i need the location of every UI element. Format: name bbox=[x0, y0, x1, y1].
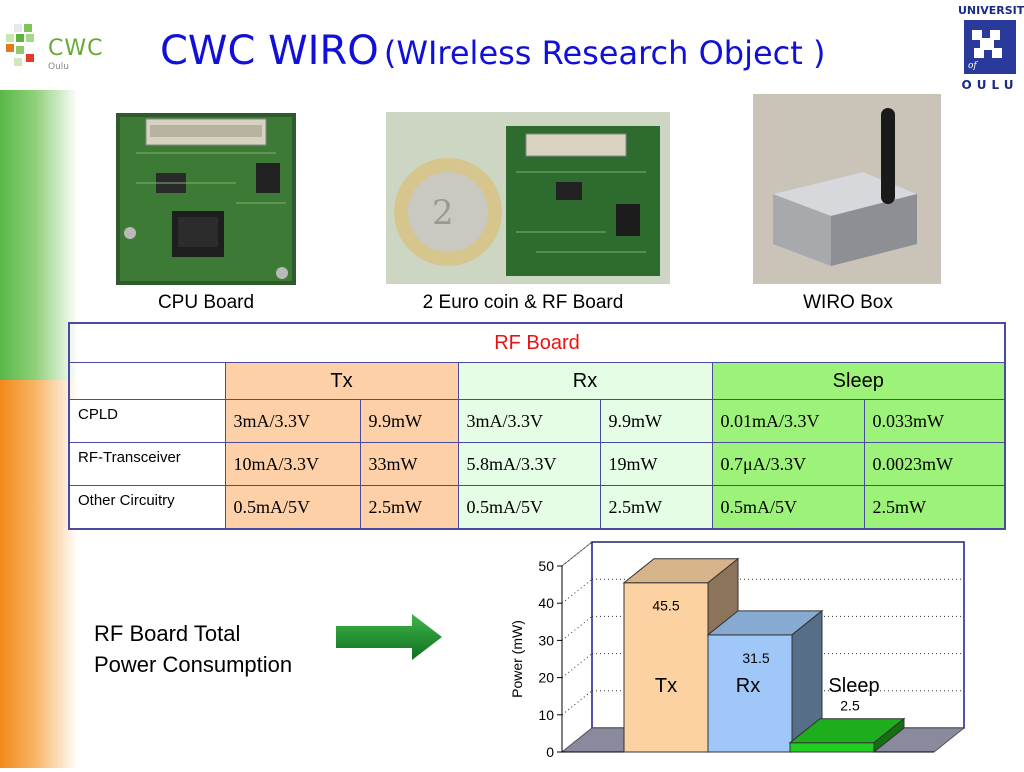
power-consumption-note: RF Board Total Power Consumption bbox=[94, 618, 292, 680]
data-label: 31.5 bbox=[742, 650, 769, 666]
bar-side-sleep bbox=[873, 717, 905, 754]
bar-rx bbox=[707, 634, 793, 753]
group-header-rx: Rx bbox=[457, 362, 713, 400]
y-tick-label: 10 bbox=[538, 707, 554, 723]
university-logo: UNIVERSITY of OULU bbox=[958, 4, 1024, 92]
group-header-sleep: Sleep bbox=[711, 362, 1006, 400]
title-main: CWC WIRO bbox=[160, 28, 379, 74]
category-label-tx: Tx bbox=[655, 675, 677, 697]
table-row: Other Circuitry 0.5mA/5V 2.5mW 0.5mA/5V … bbox=[68, 485, 1006, 530]
logo-subtext: Oulu bbox=[48, 62, 69, 72]
university-logo-top-text: UNIVERSITY bbox=[958, 4, 1024, 17]
table-cell: 0.7μA/3.3V bbox=[711, 442, 865, 486]
university-logo-of-text: of bbox=[968, 61, 978, 71]
data-label: 45.5 bbox=[652, 598, 679, 614]
y-tick-label: 20 bbox=[538, 670, 554, 686]
row-label: CPLD bbox=[68, 399, 226, 443]
rf-board-table: RF Board Tx Rx Sleep CPLD 3mA/3.3V 9.9mW… bbox=[68, 322, 1006, 530]
title-subtitle: (WIreless Research Object ) bbox=[383, 34, 826, 72]
table-cell: 0.01mA/3.3V bbox=[711, 399, 865, 443]
table-cell: 0.0023mW bbox=[863, 442, 1006, 486]
coin-rf-board-caption: 2 Euro coin & RF Board bbox=[422, 292, 624, 313]
table-cell: 33mW bbox=[359, 442, 459, 486]
table-corner-cell bbox=[68, 362, 226, 400]
right-arrow-icon bbox=[336, 614, 444, 660]
y-tick-label: 50 bbox=[538, 558, 554, 574]
table-cell: 3mA/3.3V bbox=[224, 399, 361, 443]
y-tick-label: 30 bbox=[538, 632, 554, 648]
note-line-2: Power Consumption bbox=[94, 652, 293, 677]
table-cell: 3mA/3.3V bbox=[457, 399, 601, 443]
row-label: Other Circuitry bbox=[68, 485, 226, 530]
y-tick-label: 40 bbox=[538, 595, 554, 611]
table-cell: 2.5mW bbox=[863, 485, 1006, 530]
decorative-stripe-orange bbox=[0, 380, 78, 768]
wiro-box-caption: WIRO Box bbox=[803, 292, 893, 313]
table-cell: 5.8mA/3.3V bbox=[457, 442, 601, 486]
table-title: RF Board bbox=[68, 322, 1006, 363]
category-label-rx: Rx bbox=[736, 675, 760, 697]
gridline-diagonal bbox=[561, 653, 593, 678]
chart-svg: 0 10 20 30 40 50 Power (mW) 45.5Tx 31.5Rx 2.5Sle… bbox=[509, 540, 966, 760]
svg-text:2: 2 bbox=[432, 193, 454, 233]
chart-side-wall bbox=[561, 540, 593, 754]
note-line-1: RF Board Total bbox=[94, 621, 241, 646]
chart-y-axis: 0 10 20 30 40 50 bbox=[538, 558, 563, 760]
data-label: 2.5 bbox=[840, 698, 860, 714]
table-row: CPLD 3mA/3.3V 9.9mW 3mA/3.3V 9.9mW 0.01m… bbox=[68, 399, 1006, 443]
table-title-row: RF Board bbox=[68, 322, 1006, 363]
category-label-sleep: Sleep bbox=[828, 675, 879, 697]
gridline-diagonal bbox=[561, 578, 593, 604]
cwc-logo: CWC Oulu bbox=[6, 14, 116, 78]
table-cell: 0.5mA/5V bbox=[457, 485, 601, 530]
bar-sleep bbox=[789, 742, 875, 753]
gridline-diagonal bbox=[561, 541, 593, 567]
cpu-board-caption: CPU Board bbox=[157, 292, 255, 313]
cpu-board-photo bbox=[116, 113, 296, 285]
chart-bars bbox=[622, 557, 906, 754]
table-cell: 19mW bbox=[599, 442, 713, 486]
y-axis-label: Power (mW) bbox=[509, 620, 525, 698]
group-header-tx: Tx bbox=[224, 362, 459, 400]
y-tick-label: 0 bbox=[546, 744, 554, 760]
logo-text: CWC bbox=[48, 36, 104, 61]
table-row: RF-Transceiver 10mA/3.3V 33mW 5.8mA/3.3V… bbox=[68, 442, 1006, 486]
coin-rf-board-photo: 2 bbox=[386, 112, 670, 284]
table-cell: 0.033mW bbox=[863, 399, 1006, 443]
gridline-diagonal bbox=[561, 616, 593, 641]
table-cell: 10mA/3.3V bbox=[224, 442, 361, 486]
table-cell: 2.5mW bbox=[359, 485, 459, 530]
table-cell: 0.5mA/5V bbox=[224, 485, 361, 530]
university-shield-icon: of bbox=[964, 20, 1016, 74]
chart-gridlines bbox=[561, 541, 964, 716]
decorative-stripe-green bbox=[0, 90, 78, 380]
table-group-header-row: Tx Rx Sleep bbox=[68, 362, 1006, 400]
gridline-diagonal bbox=[561, 690, 593, 716]
table-cell: 9.9mW bbox=[359, 399, 459, 443]
slide-title: CWC WIRO (WIreless Research Object ) bbox=[160, 28, 825, 74]
table-cell: 2.5mW bbox=[599, 485, 713, 530]
university-logo-bottom-text: OULU bbox=[961, 78, 1019, 92]
table-cell: 9.9mW bbox=[599, 399, 713, 443]
wiro-box-photo bbox=[753, 94, 941, 284]
row-label: RF-Transceiver bbox=[68, 442, 226, 486]
table-cell: 0.5mA/5V bbox=[711, 485, 865, 530]
